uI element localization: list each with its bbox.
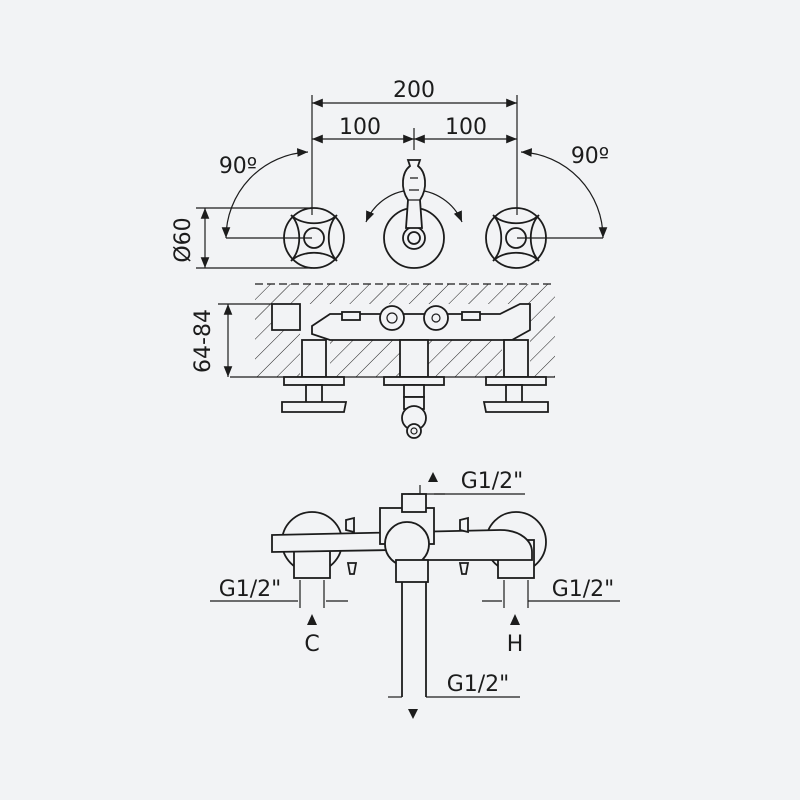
bottom-outlet-arrow-icon [408,709,418,719]
hot-inlet-size-label: G1/2" [552,577,615,602]
dimension-handle-diameter-label: Ø60 [171,217,196,262]
dimension-total-width-label: 200 [393,78,435,103]
mixer-body-side [271,493,547,583]
cold-inlet-connection: G1/2" C [210,577,348,657]
hot-inlet-connection: G1/2" H [482,577,620,657]
rotation-left-label: 90º [219,154,257,179]
dimension-handle-diameter: Ø60 [171,207,312,269]
dimension-projection-label: 64-84 [191,309,216,373]
bottom-outlet-label: G1/2" [447,672,510,697]
dimension-left-spacing: 100 [312,115,414,144]
hot-label: H [507,632,524,657]
rotation-right-label: 90º [571,144,609,169]
cold-cross-handle [283,207,345,269]
cold-inlet-size-label: G1/2" [219,577,282,602]
connection-view: G1/2" G1/2" C G1/2" H G1/2" [210,469,620,719]
cold-inlet-arrow-icon [307,614,317,625]
dimension-right-spacing-label: 100 [445,115,487,140]
diverter-lever [383,159,445,269]
top-outlet-label: G1/2" [461,469,524,494]
plan-view: 64-84 [191,283,555,439]
front-view: 200 100 100 90º 90º Ø60 [171,78,609,269]
top-outlet-connection: G1/2" [408,469,525,495]
hot-cross-handle [485,207,547,269]
mixer-body-plan [271,303,549,439]
bottom-outlet-connection: G1/2" [388,672,520,719]
hot-inlet-arrow-icon [510,614,520,625]
dimension-total-width: 200 [312,78,517,108]
cold-label: C [304,632,319,657]
top-outlet-arrow-icon [428,472,438,482]
rotation-arc-right: 90º [517,144,609,239]
dimension-left-spacing-label: 100 [339,115,381,140]
rotation-arc-left: 90º [219,148,312,239]
dimension-projection: 64-84 [191,303,272,377]
dimension-right-spacing: 100 [414,115,517,144]
